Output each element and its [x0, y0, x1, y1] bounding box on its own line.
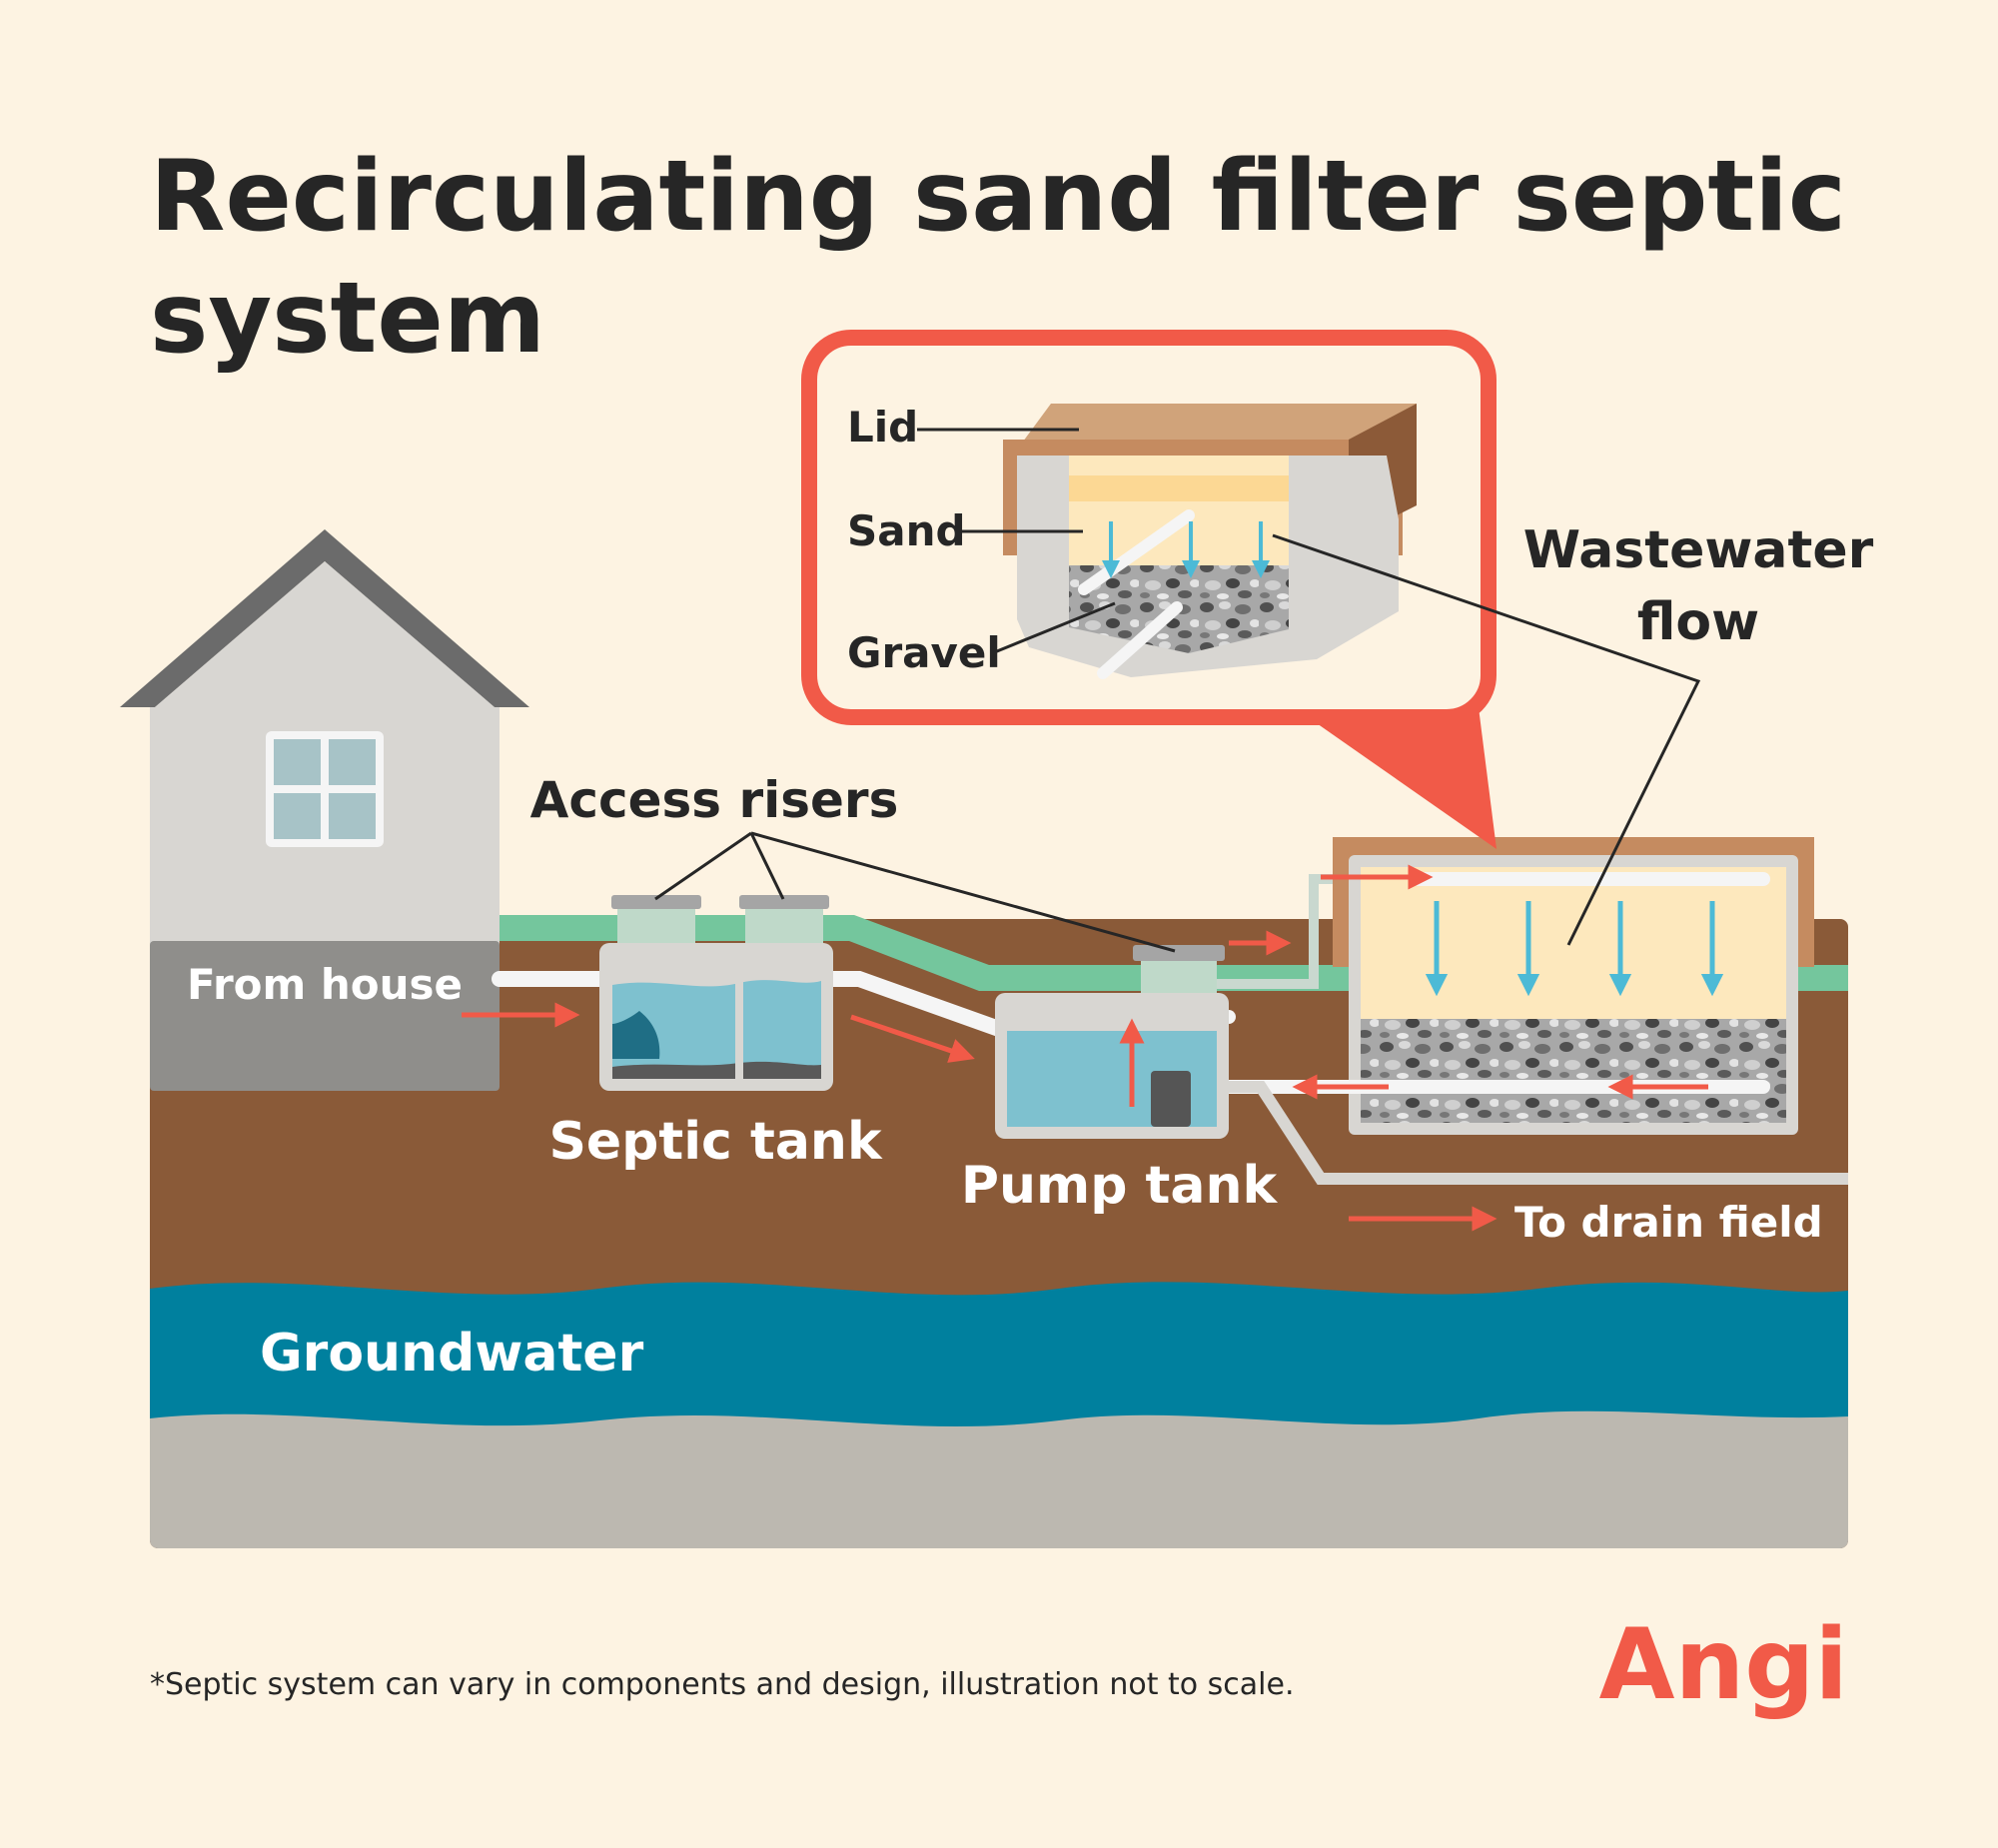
title-line-2: system	[150, 262, 545, 376]
pipe-to-drain-field	[1227, 1081, 1848, 1185]
callout-sand	[1069, 456, 1289, 565]
house-foundation	[150, 941, 500, 1091]
riser-1	[617, 903, 695, 943]
riser-2	[745, 903, 823, 943]
label-wastewater-flow-2: flow	[1637, 592, 1759, 652]
pump	[1151, 1071, 1191, 1127]
septic-baffle	[735, 957, 743, 1081]
callout-pointer	[1294, 707, 1497, 849]
leader-riser-3	[750, 831, 1176, 953]
leader-lines	[654, 428, 1701, 953]
label-from-house: From house	[187, 960, 463, 1009]
arrow-to-pump-tank	[850, 1014, 975, 1063]
house	[120, 529, 529, 1091]
filter-sand	[1361, 867, 1786, 1019]
riser-3	[1141, 961, 1217, 995]
label-sand: Sand	[847, 506, 966, 555]
label-groundwater: Groundwater	[260, 1324, 644, 1384]
filter-flow-arrows	[1425, 901, 1724, 997]
sand-filter	[1322, 837, 1814, 1135]
pump-tank	[995, 945, 1229, 1139]
septic-sludge	[612, 1061, 821, 1079]
label-access-risers: Access risers	[530, 771, 899, 829]
label-septic-tank: Septic tank	[548, 1112, 883, 1172]
leader-riser-2	[749, 832, 785, 900]
label-wastewater-flow-1: Wastewater	[1523, 520, 1874, 580]
angi-logo: Angi	[1599, 1608, 1848, 1722]
house-window	[266, 731, 384, 847]
leader-wastewater-flow	[1272, 533, 1701, 946]
label-pump-tank: Pump tank	[961, 1156, 1279, 1216]
filter-gravel	[1361, 1019, 1786, 1123]
leader-riser-1	[654, 831, 752, 901]
title-line-1: Recirculating sand filter septic	[150, 140, 1846, 254]
bedrock-layer	[150, 1398, 1848, 1548]
label-to-drain-field: To drain field	[1514, 1198, 1823, 1247]
label-gravel: Gravel	[847, 628, 1001, 677]
house-roof	[120, 529, 529, 707]
septic-water	[612, 980, 821, 1079]
groundwater-layer	[150, 1282, 1848, 1426]
sand-filter-callout	[801, 330, 1497, 849]
septic-tank	[599, 895, 833, 1091]
label-lid: Lid	[847, 403, 918, 452]
footnote: *Septic system can vary in components an…	[150, 1667, 1294, 1702]
red-flow-arrows	[462, 864, 1708, 1232]
leader-gravel	[991, 601, 1116, 655]
